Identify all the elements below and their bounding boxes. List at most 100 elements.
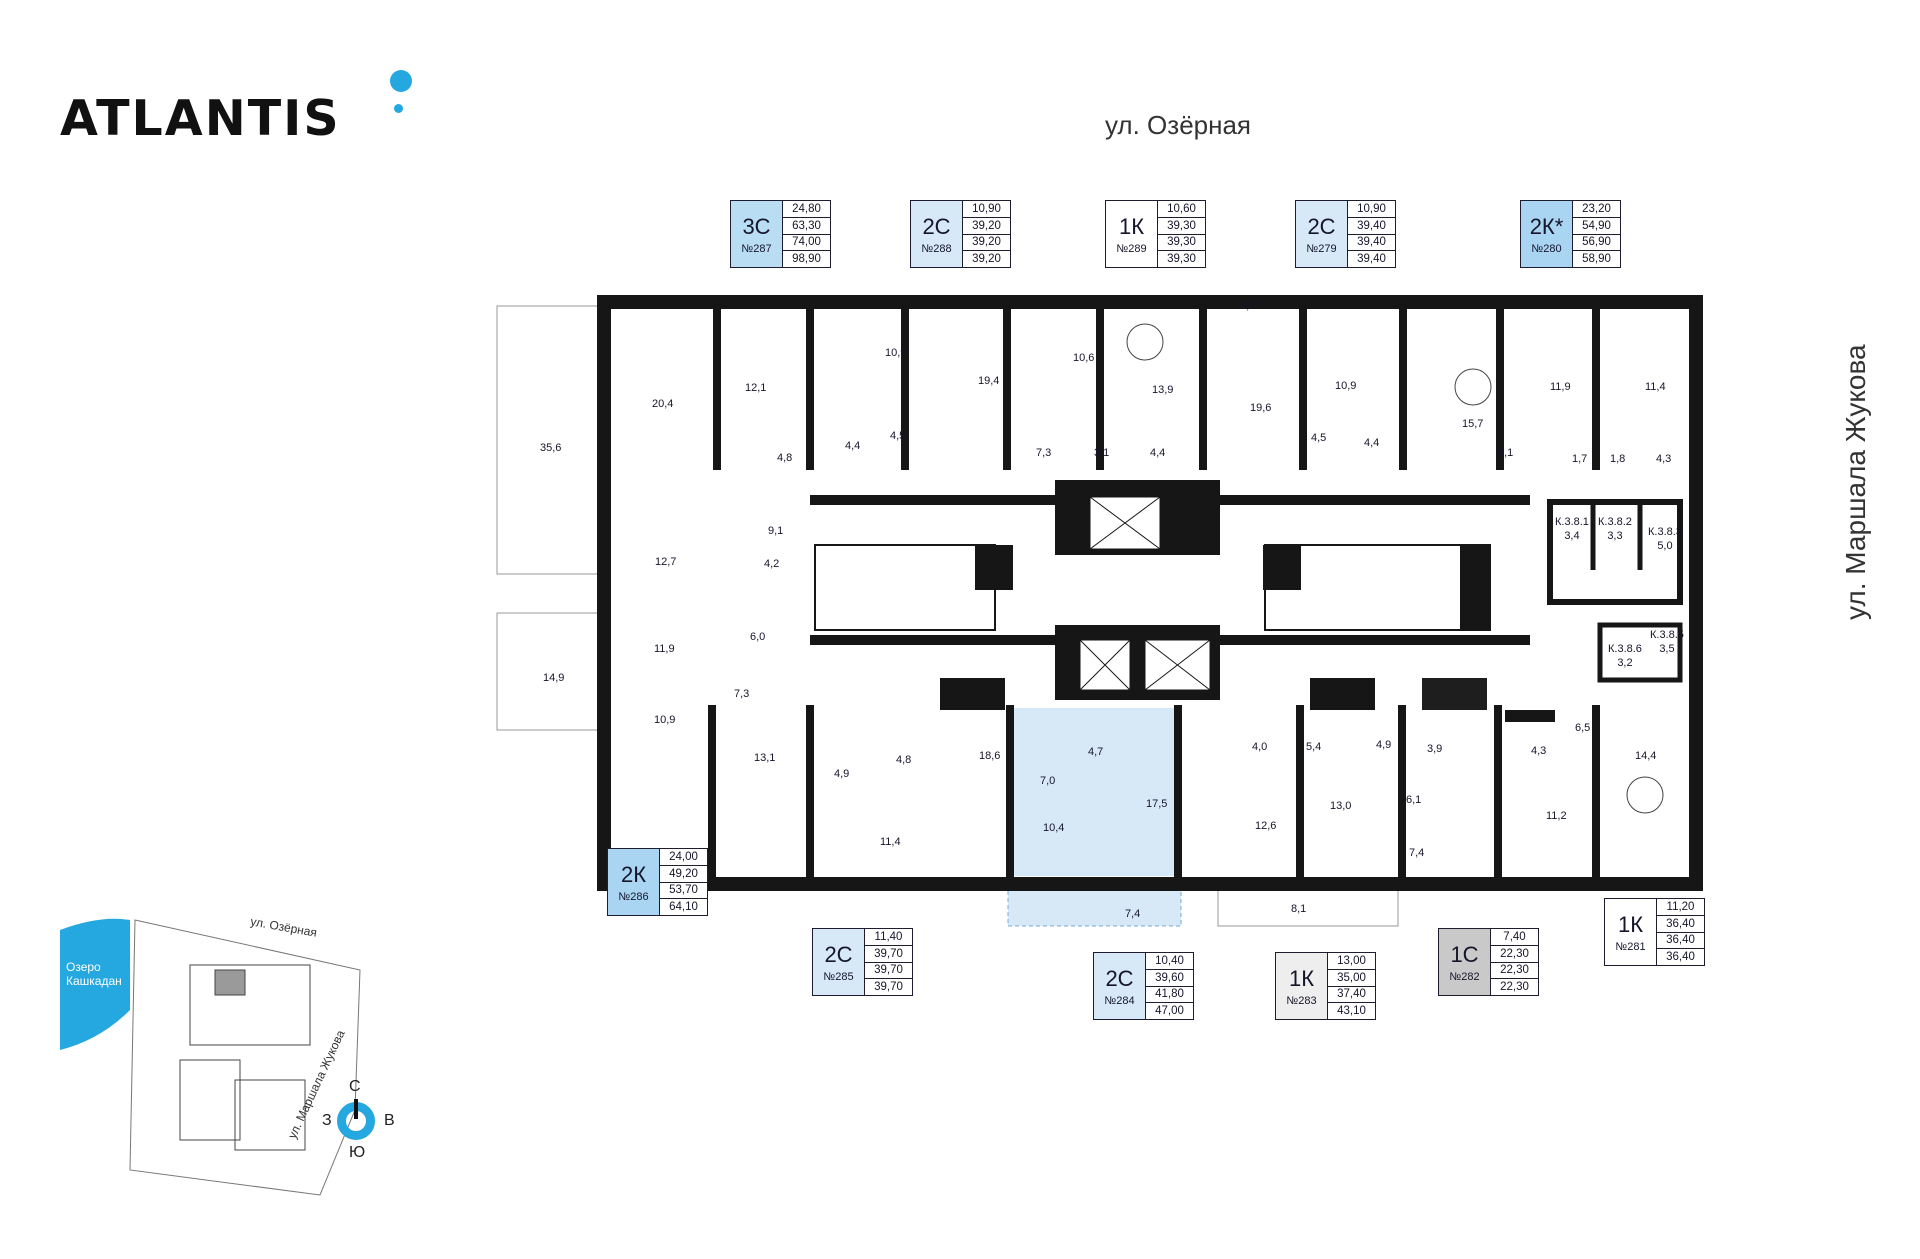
room-area: 12,6 (1255, 820, 1277, 832)
compass-south: Ю (349, 1144, 366, 1161)
room-area: 4,9 (834, 768, 850, 780)
room-area: 12,1 (745, 382, 767, 394)
compass-north: С (349, 1078, 361, 1095)
area-value: 39,20 (963, 218, 1010, 235)
compass-west: З (322, 1112, 332, 1129)
area-value: 10,90 (963, 201, 1010, 218)
area-value: 43,10 (1337, 1005, 1366, 1018)
storage-area: 3,2 (1617, 657, 1633, 669)
room-area: 13,9 (1152, 384, 1174, 396)
apartment-type: 1К (1617, 911, 1644, 937)
room-area: 10,9 (885, 347, 907, 359)
area-value: 49,20 (660, 866, 707, 883)
outer-wall (597, 295, 1703, 891)
room-area: 15,7 (1462, 418, 1484, 430)
room-area: 18,6 (979, 750, 1001, 762)
room-area: 10,4 (1043, 822, 1065, 834)
area-value: 39,70 (874, 981, 903, 994)
room-area: 11,9 (1550, 381, 1571, 393)
area-value: 22,30 (1500, 981, 1529, 994)
room-area: 4,0 (1240, 300, 1256, 312)
area-value: 39,60 (1146, 970, 1193, 987)
area-value: 39,70 (865, 963, 912, 980)
area-value: 39,30 (1167, 253, 1196, 266)
area-value: 41,80 (1146, 987, 1193, 1004)
storage-unit: К.3.8.6 3,2 (1608, 642, 1642, 670)
room-area: 11,4 (1645, 381, 1666, 393)
room-area: 7,3 (734, 688, 750, 700)
area-value: 39,40 (1348, 218, 1395, 235)
room-area: 6,0 (750, 631, 766, 643)
area-value: 53,70 (660, 883, 707, 900)
apartment-type: 2К* (1529, 213, 1564, 239)
room-area: 4,5 (1311, 432, 1327, 444)
room-area: 4,8 (777, 452, 793, 464)
room-area: 14,4 (1635, 750, 1657, 762)
site-minimap (60, 918, 361, 1196)
apartment-number: №284 (1104, 994, 1135, 1007)
storage-code: К.3.8.6 (1608, 643, 1642, 655)
room-area: 10,9 (654, 714, 676, 726)
lake-shape (60, 918, 130, 1050)
area-value: 24,00 (660, 849, 707, 866)
storage-area: 3,3 (1607, 530, 1623, 542)
area-value: 36,40 (1666, 951, 1695, 964)
room-area: 7,0 (1040, 775, 1056, 787)
room-area: 7,3 (1036, 447, 1052, 459)
room-area: 3,9 (1427, 743, 1443, 755)
area-value: 35,00 (1328, 970, 1375, 987)
room-area: 11,9 (654, 643, 675, 655)
logo-dot-small (394, 104, 403, 113)
compass-east: В (384, 1112, 395, 1129)
apartment-type: 2К (620, 861, 647, 887)
area-value: 10,40 (1146, 953, 1193, 970)
street-top-label: ул. Озёрная (1105, 110, 1252, 140)
room-area: 11,2 (1546, 810, 1567, 822)
room-area: 4,8 (896, 754, 912, 766)
area-value: 58,90 (1582, 253, 1611, 266)
apartment-number: №282 (1449, 970, 1480, 983)
area-value: 24,80 (783, 201, 830, 218)
area-value: 10,60 (1158, 201, 1205, 218)
room-area: 6,5 (1575, 722, 1591, 734)
room-area: 35,6 (540, 442, 562, 454)
apartment-type: 2С (1105, 965, 1134, 991)
area-value: 56,90 (1573, 235, 1620, 252)
apartment-type: 1К (1288, 965, 1315, 991)
area-value: 47,00 (1155, 1005, 1184, 1018)
apartment-number: №280 (1531, 242, 1562, 255)
area-value: 37,40 (1328, 987, 1375, 1004)
area-value: 10,90 (1348, 201, 1395, 218)
room-area: 14,9 (543, 672, 565, 684)
area-value: 7,40 (1491, 929, 1538, 946)
